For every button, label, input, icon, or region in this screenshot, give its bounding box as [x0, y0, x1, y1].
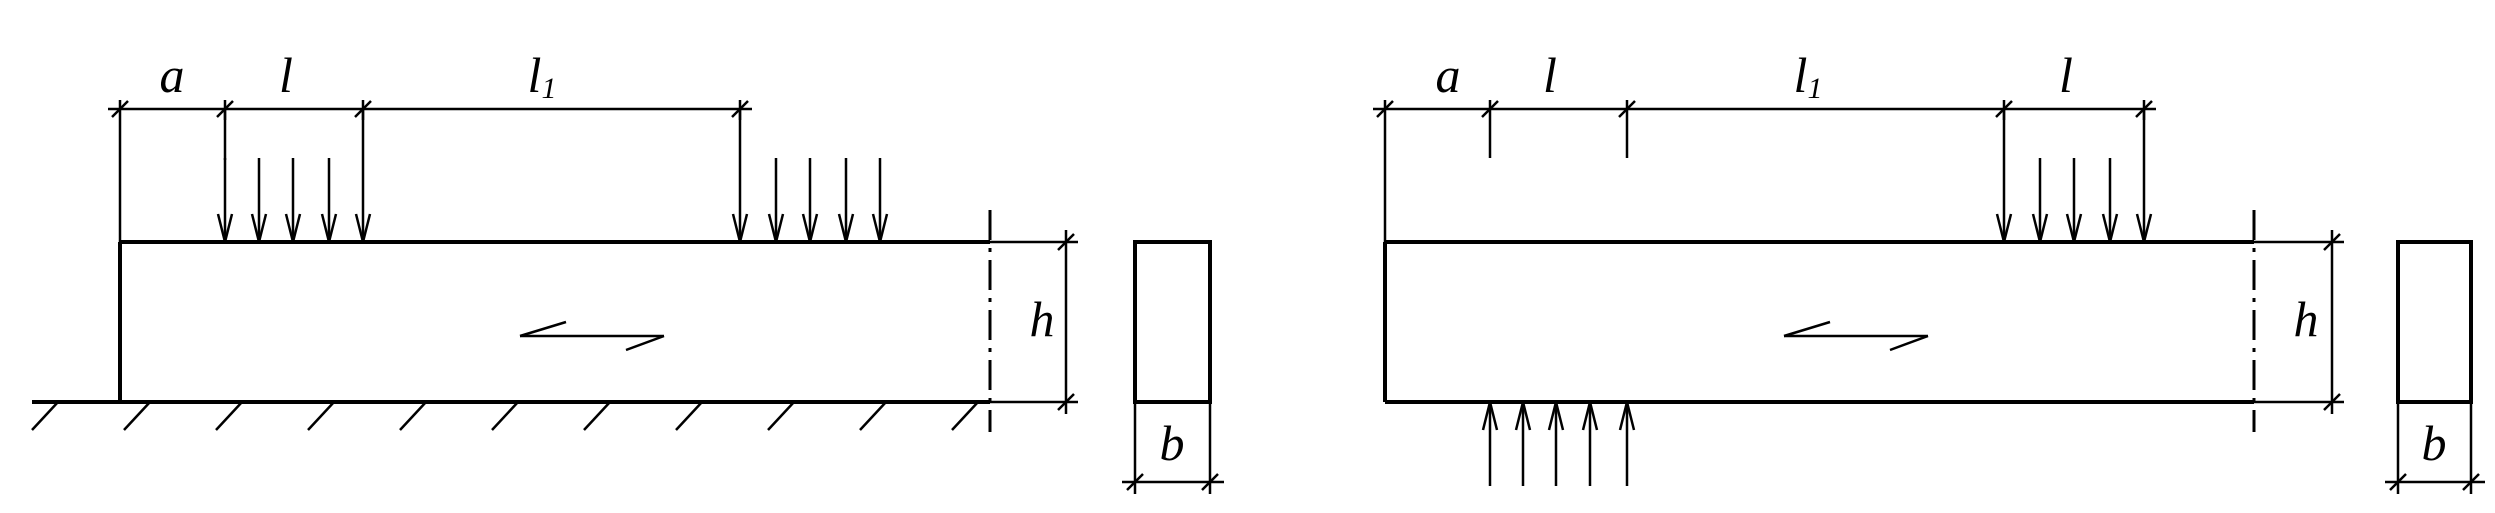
- right-label-l-2: l: [2059, 47, 2073, 103]
- right-diagram: a l l1 l h b: [1373, 47, 2485, 494]
- right-beam: [1383, 240, 2254, 404]
- right-top-dimension: [1373, 100, 2156, 242]
- right-label-b: b: [2422, 415, 2447, 471]
- left-label-a: a: [160, 47, 185, 103]
- right-label-a: a: [1436, 47, 1461, 103]
- left-label-h: h: [1030, 291, 1055, 347]
- left-beam: [118, 240, 990, 404]
- left-load-group-2: [731, 109, 889, 243]
- right-label-h: h: [2294, 291, 2319, 347]
- left-ground-support: [31, 400, 990, 431]
- right-cross-section: [2385, 240, 2485, 494]
- left-top-dimension: [108, 100, 752, 242]
- right-label-l1: l1: [1794, 47, 1823, 105]
- right-reaction-arrows: [1481, 401, 1636, 486]
- right-load-group: [1995, 109, 2153, 243]
- right-direction-arrow: [1783, 320, 1929, 352]
- left-h-dimension: [990, 230, 1078, 414]
- left-diagram: a l l1 h b: [31, 47, 1224, 494]
- left-load-group-1: [216, 109, 372, 243]
- right-h-dimension: [2254, 230, 2344, 414]
- left-direction-arrow: [519, 320, 665, 352]
- left-cross-section: [1122, 240, 1224, 494]
- right-label-l: l: [1543, 47, 1557, 103]
- left-label-l: l: [279, 47, 293, 103]
- left-label-l1: l1: [528, 47, 557, 105]
- left-label-b: b: [1160, 415, 1185, 471]
